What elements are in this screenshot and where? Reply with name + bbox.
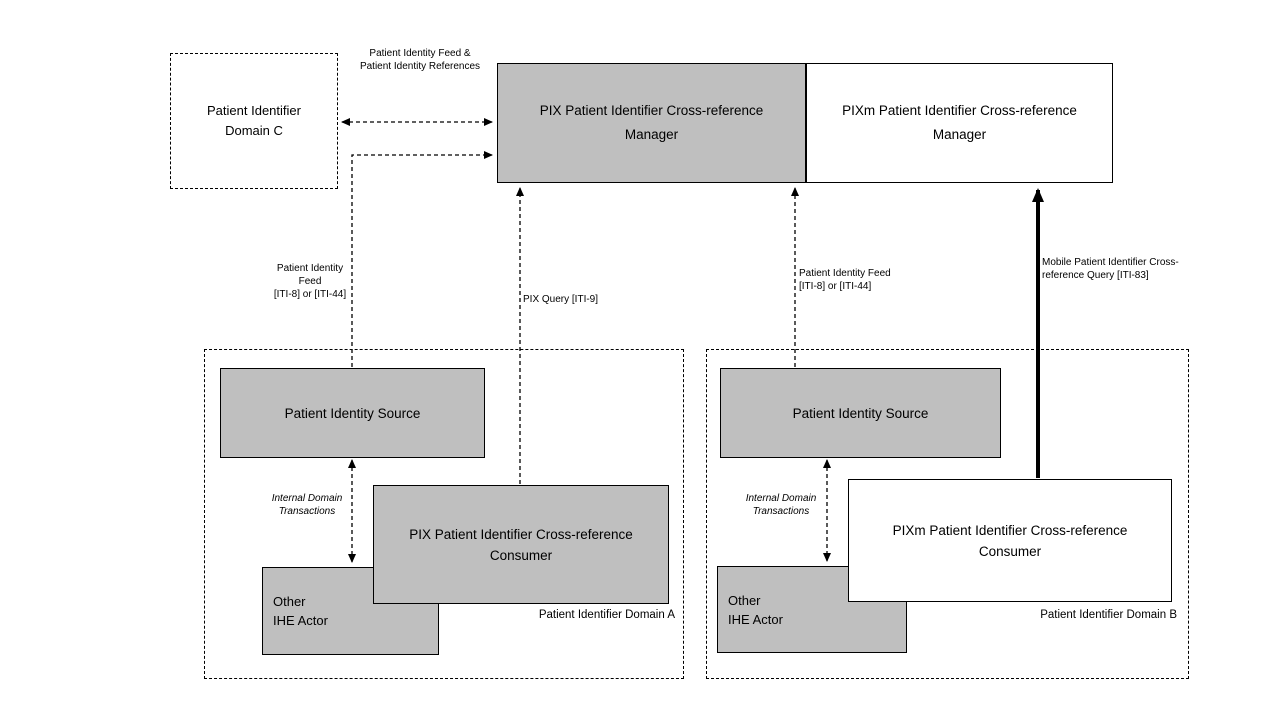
other-ihe-actor-b-box: Other IHE Actor xyxy=(717,566,907,653)
pix-consumer-box: PIX Patient Identifier Cross-reference C… xyxy=(373,485,669,604)
domain-b-container xyxy=(706,349,1189,679)
internal-transactions-b-label: Internal Domain Transactions xyxy=(745,493,817,517)
feed-and-references-label: Patient Identity Feed & Patient Identity… xyxy=(359,48,481,72)
domain-b-label: Patient Identifier Domain B xyxy=(1040,609,1177,621)
pixm-consumer-box: PIXm Patient Identifier Cross-reference … xyxy=(848,479,1172,602)
arrow-feed-domain-a-to-pix-manager xyxy=(351,151,493,367)
pixm-manager-box: PIXm Patient Identifier Cross-reference … xyxy=(806,63,1113,183)
patient-identifier-domain-c-box: Patient Identifier Domain C xyxy=(170,53,338,189)
pix-manager-box: PIX Patient Identifier Cross-reference M… xyxy=(497,63,806,183)
patient-identity-source-b-box: Patient Identity Source xyxy=(720,368,1001,458)
domain-a-label: Patient Identifier Domain A xyxy=(538,609,675,621)
mobile-query-label: Mobile Patient Identifier Cross- referen… xyxy=(1042,257,1179,281)
patient-identity-feed-b-label: Patient Identity Feed [ITI-8] or [ITI-44… xyxy=(799,268,891,292)
internal-transactions-a-label: Internal Domain Transactions xyxy=(271,493,343,517)
pix-query-label: PIX Query [ITI-9] xyxy=(523,294,599,305)
patient-identity-source-a-box: Patient Identity Source xyxy=(220,368,485,458)
patient-identity-feed-a-label: Patient Identity Feed [ITI-8] or [ITI-44… xyxy=(273,263,347,300)
